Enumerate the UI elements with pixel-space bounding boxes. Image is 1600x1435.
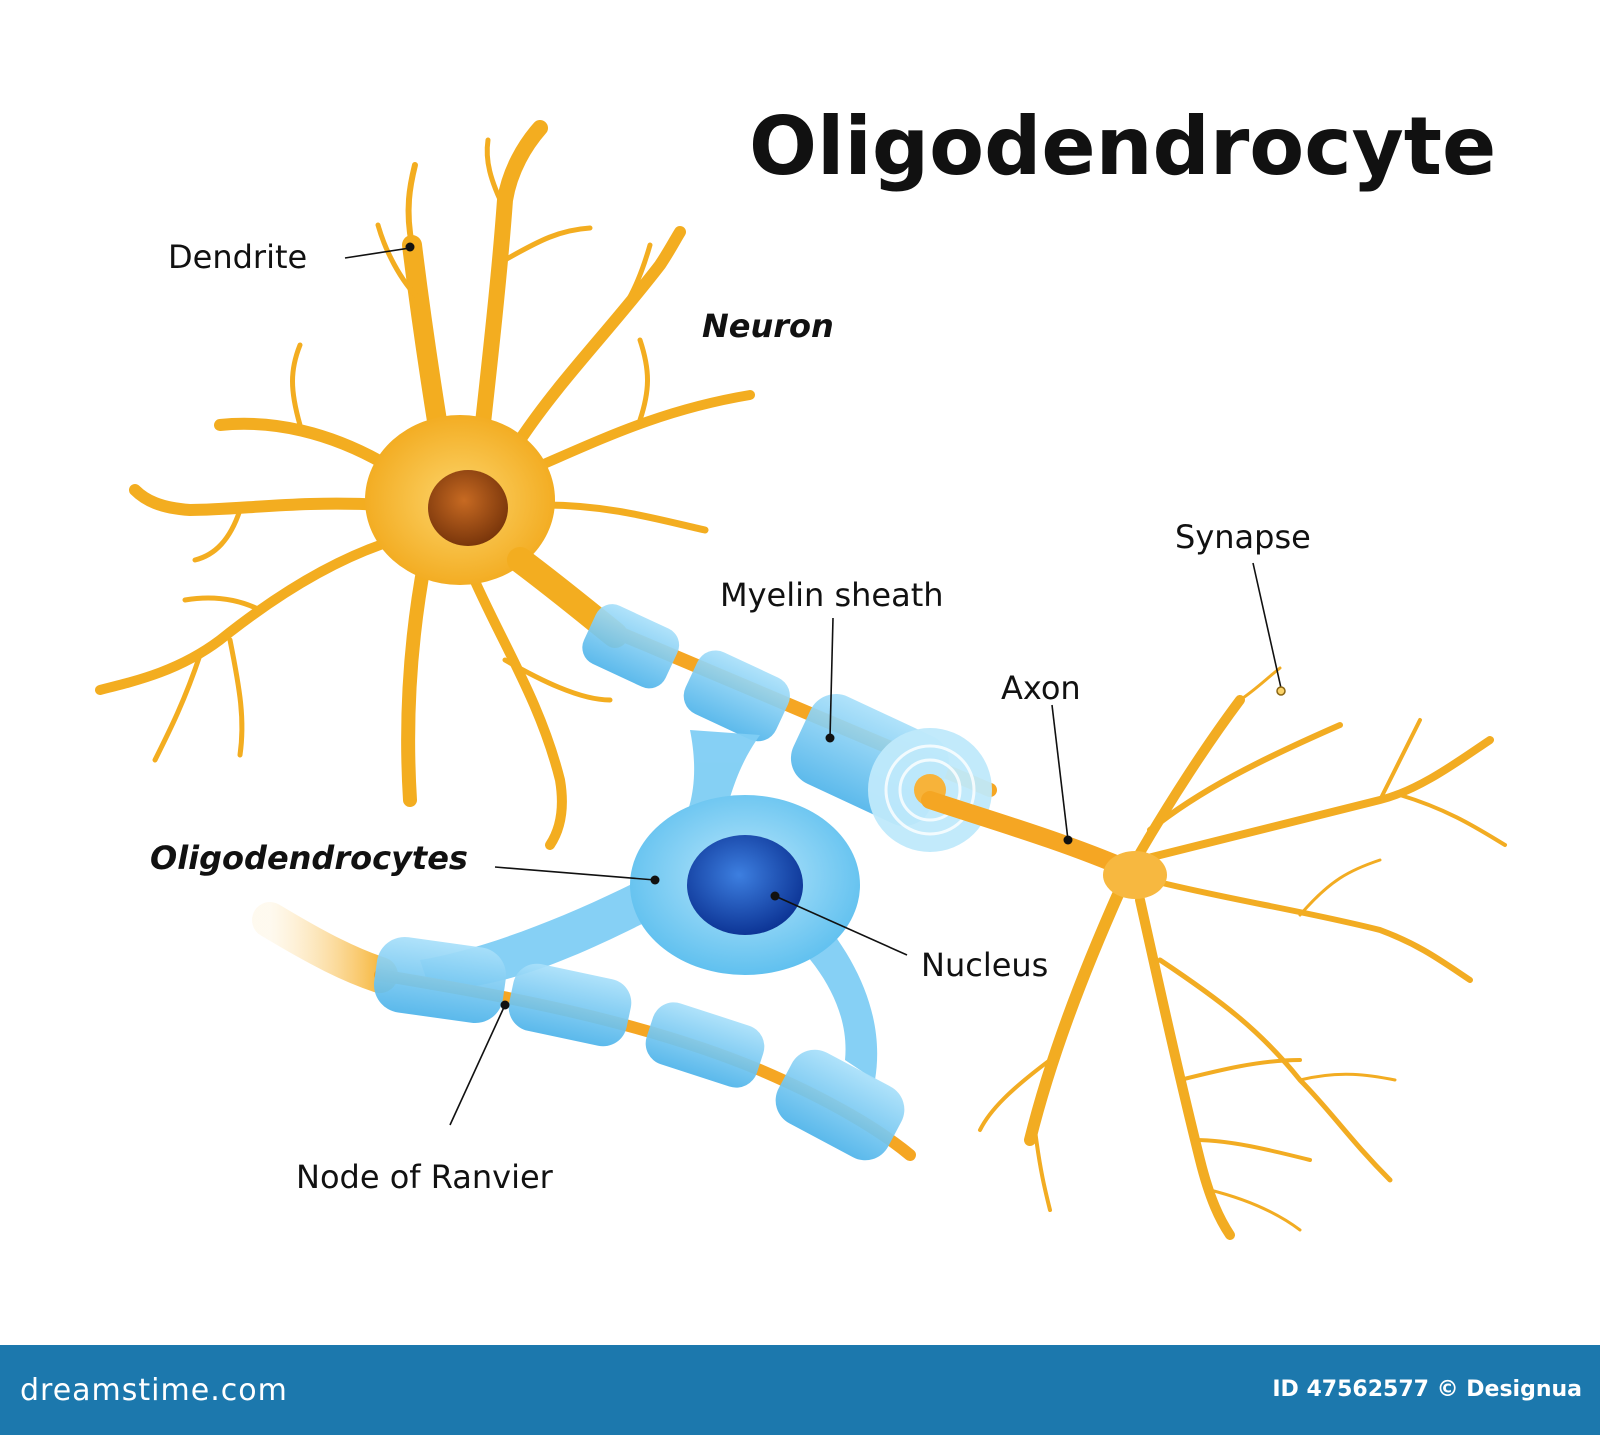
diagram-illustration <box>95 120 1507 1240</box>
label-nucleus: Nucleus <box>921 946 1049 984</box>
leader-dendrite <box>344 247 411 259</box>
label-axon: Axon <box>1001 669 1081 707</box>
leader-node-of-ranvier <box>449 1004 506 1126</box>
label-myelin-sheath: Myelin sheath <box>720 576 944 614</box>
footer-bar: dreamstime.com ID 47562577 © Designua <box>0 1345 1600 1435</box>
label-node-of-ranvier: Node of Ranvier <box>296 1158 553 1196</box>
myelin-sheath-cross-section <box>868 728 992 852</box>
neuron-dendrites <box>95 120 755 850</box>
neuron-cell <box>95 120 755 850</box>
myelin-sheath-segment <box>775 1049 905 1161</box>
leader-lines <box>344 247 1282 1126</box>
leader-dots <box>405 242 1073 1010</box>
footer-credit: ID 47562577 © Designua <box>1272 1377 1582 1402</box>
myelin-sheath-segment <box>645 1002 765 1088</box>
synapse-marker <box>1276 686 1286 696</box>
axon-terminal-segment <box>921 791 1139 879</box>
label-neuron: Neuron <box>702 307 834 345</box>
leader-oligodendrocytes <box>494 866 656 881</box>
leader-nucleus <box>774 895 908 956</box>
diagram-title: Oligodendrocyte <box>749 100 1497 193</box>
footer-brand[interactable]: dreamstime.com <box>20 1373 288 1408</box>
neuron-nucleus <box>428 470 508 546</box>
leader-myelin-sheath <box>829 617 834 739</box>
oligodendrocyte-nucleus <box>687 835 803 935</box>
myelin-sheath-segment <box>373 936 507 1024</box>
leader-axon <box>1051 704 1069 841</box>
myelin-sheath-segment <box>508 963 632 1047</box>
myelin-sheath-segment <box>683 650 790 742</box>
label-oligodendrocytes: Oligodendrocytes <box>150 839 468 877</box>
myelin-sheath-segment <box>582 604 680 689</box>
label-dendrite: Dendrite <box>168 238 308 276</box>
neuron-axon-lower <box>252 902 916 1161</box>
label-synapse: Synapse <box>1175 518 1311 556</box>
target-neuron <box>978 666 1507 1240</box>
leader-synapse <box>1252 562 1282 689</box>
